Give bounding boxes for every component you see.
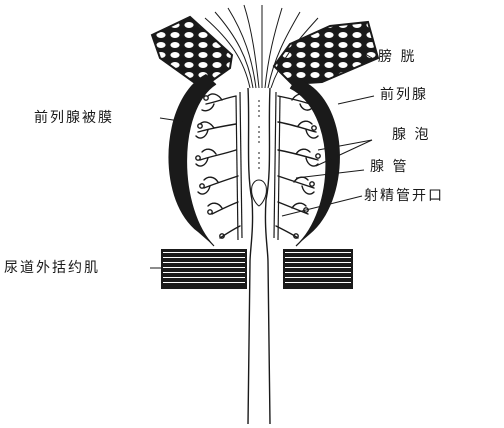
bladder-wall [152, 17, 378, 88]
gland-alveoli [196, 94, 320, 238]
gland-ducts [236, 92, 280, 240]
label-bladder: 膀 胱 [378, 50, 416, 64]
urethra [248, 88, 270, 424]
prostate-capsule [168, 74, 339, 246]
label-gland-ducts: 腺 管 [370, 160, 408, 174]
label-ejaculatory-opening: 射精管开口 [364, 189, 444, 203]
label-prostate: 前列腺 [380, 88, 428, 102]
label-external-sphincter: 尿道外括约肌 [4, 261, 100, 275]
label-gland-alveoli: 腺 泡 [392, 128, 430, 142]
label-prostate-capsule: 前列腺被膜 [34, 111, 114, 125]
external-sphincter [162, 250, 352, 288]
